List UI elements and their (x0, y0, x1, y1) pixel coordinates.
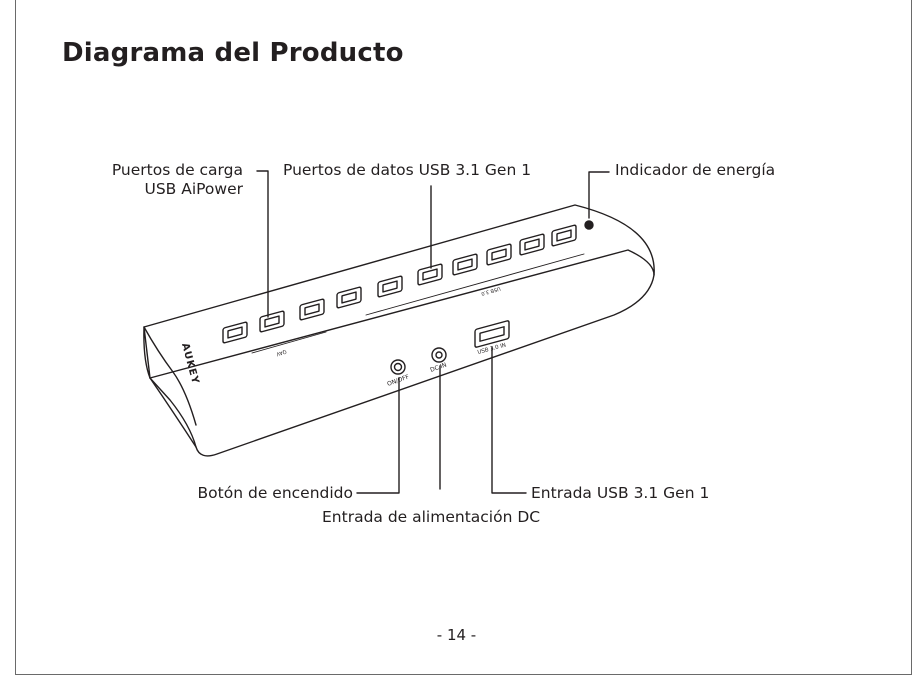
charging-port-group (222, 298, 325, 344)
leader-power-button (356, 377, 400, 494)
dc-in-marking: DC IN (429, 361, 447, 373)
label-power-indicator: Indicador de energía (615, 161, 776, 179)
hub-body (143, 204, 655, 457)
label-usb-input: Entrada USB 3.1 Gen 1 (531, 484, 710, 502)
charging-group-marking: QAV (275, 348, 287, 357)
label-dc-input: Entrada de alimentación DC (322, 508, 541, 526)
data-port-group (336, 224, 577, 309)
data-group-bracket (365, 253, 585, 316)
usb-in-port (474, 320, 510, 348)
leader-charging (256, 170, 269, 318)
page-number: - 14 - (436, 626, 477, 644)
charging-group-bracket (251, 331, 327, 354)
dc-in-jack (431, 347, 447, 363)
label-charging-ports: Puertos de carga USB AiPower (60, 161, 243, 199)
page-title: Diagrama del Producto (62, 38, 404, 68)
label-power-button: Botón de encendido (197, 484, 353, 502)
label-data-ports: Puertos de datos USB 3.1 Gen 1 (283, 161, 532, 179)
hub-top-edge (149, 249, 655, 379)
leader-indicator (588, 171, 610, 219)
power-indicator-led (584, 220, 594, 230)
label-charging-ports-line1: Puertos de carga (111, 161, 243, 179)
data-group-marking: USB 3.0 (480, 285, 501, 296)
page-frame (15, 0, 912, 675)
on-off-button (390, 359, 406, 375)
leader-usb-in (491, 346, 527, 494)
brand-marking: AUKEY (179, 342, 201, 386)
label-charging-ports-line2: USB AiPower (144, 180, 243, 198)
